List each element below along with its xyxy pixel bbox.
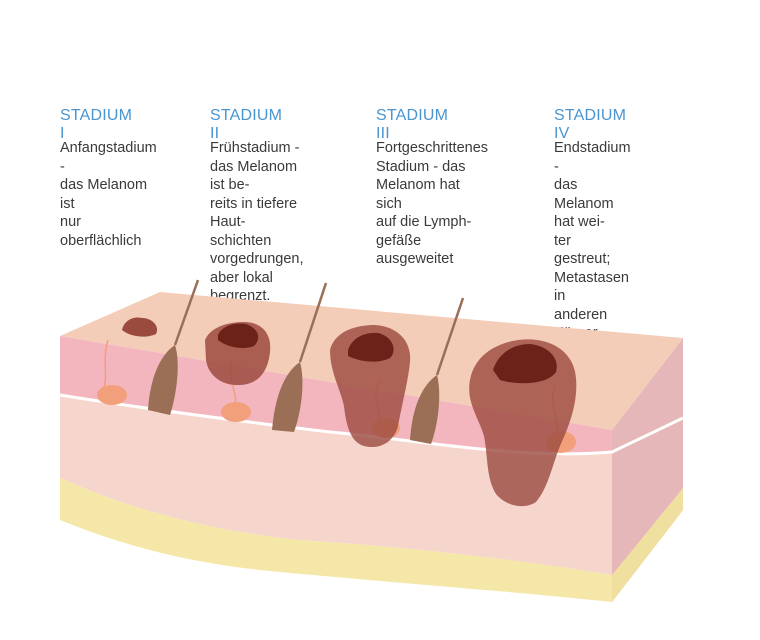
melanoma-stage-4 xyxy=(469,339,577,507)
lymph-node-1 xyxy=(97,385,127,405)
lymph-node-2 xyxy=(221,402,251,422)
dermis-layer xyxy=(60,336,612,454)
stage-2-description: Frühstadium - das Melanom ist be- reits … xyxy=(210,140,304,304)
hair-follicles xyxy=(148,279,465,444)
melanoma-stage-2 xyxy=(205,322,271,386)
fat-layer-side xyxy=(612,488,683,602)
stage-4-title: STADIUM IV xyxy=(554,107,627,142)
fat-layer xyxy=(60,478,612,602)
stage-2-title: STADIUM II xyxy=(210,107,283,142)
stage-3-description: Fortgeschrittenes Stadium - das Melanom … xyxy=(376,140,489,267)
stage-1-description: Anfangstadium - das Melanom ist nur ober… xyxy=(60,140,157,249)
skin-block-side xyxy=(612,338,683,602)
subcutis-layer xyxy=(60,395,612,575)
stage-1-title: STADIUM I xyxy=(60,107,133,142)
melanoma-stage-3 xyxy=(330,325,411,448)
melanoma-stage-1 xyxy=(122,317,158,337)
stage-3-title: STADIUM III xyxy=(376,107,449,142)
